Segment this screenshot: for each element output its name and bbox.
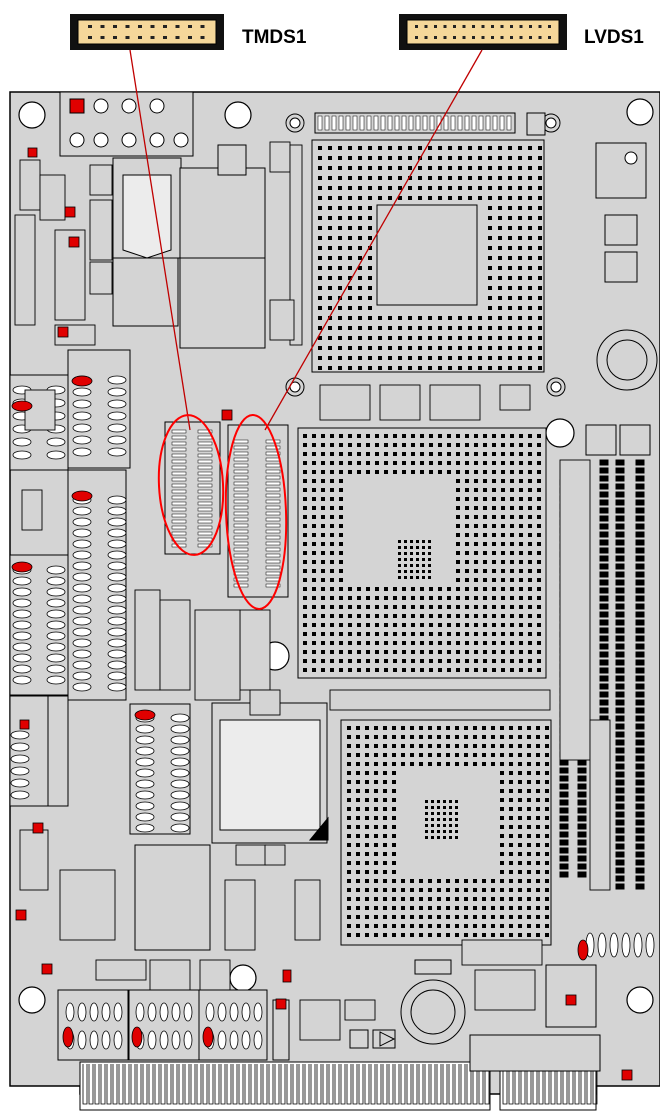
chipset-bga-lower <box>340 719 552 946</box>
bottom-oval-pins <box>65 1002 263 1050</box>
chipset-bga-middle <box>297 427 547 679</box>
lvds-connector-board <box>227 424 289 598</box>
top-connector-strip <box>314 112 546 136</box>
power-connector <box>59 91 194 157</box>
tmds-connector-board <box>164 421 221 555</box>
red-markers <box>11 147 633 1081</box>
connector-highlights <box>157 414 288 610</box>
lvds-connector-icon <box>399 14 567 50</box>
lvds-label: LVDS1 <box>584 27 644 48</box>
vrm-area <box>112 144 266 349</box>
edge-connector-main <box>79 1061 491 1111</box>
cpu-bga-top <box>311 139 545 373</box>
round-pads <box>285 113 566 397</box>
tmds-connector-icon <box>70 14 224 50</box>
small-components <box>14 141 611 1041</box>
bottom-connectors <box>57 964 601 1072</box>
callout-lines <box>129 49 483 431</box>
battery <box>400 959 466 1045</box>
tmds-label: TMDS1 <box>242 27 307 48</box>
